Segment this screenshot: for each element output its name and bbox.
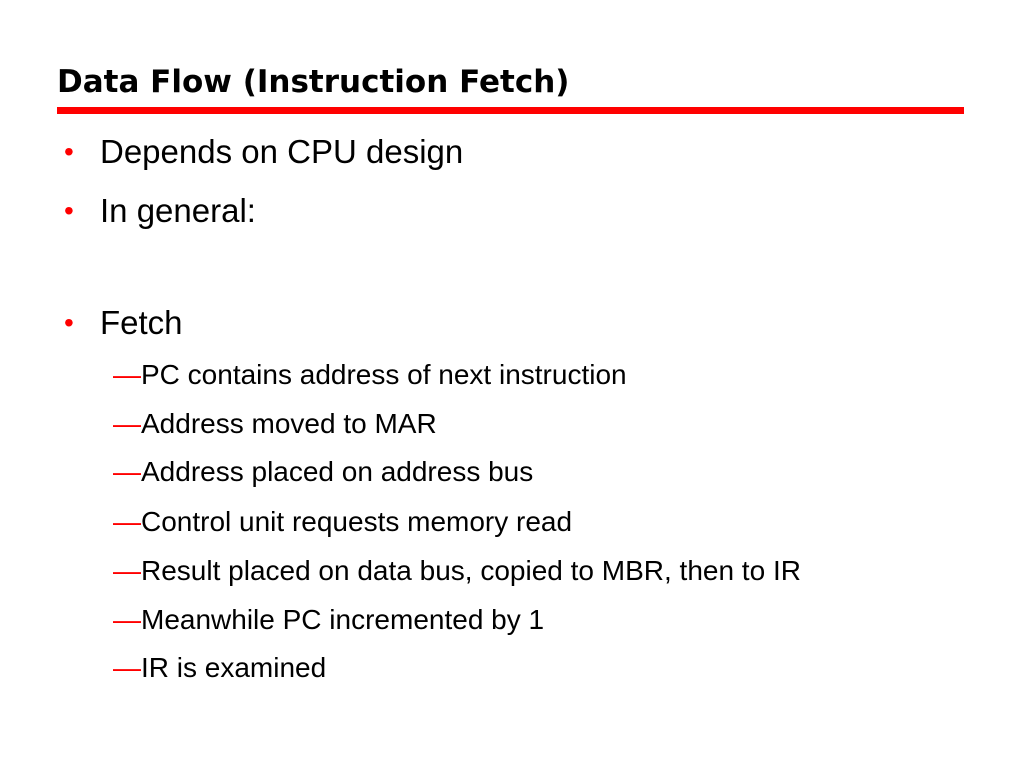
- sub-bullet-text: Control unit requests memory read: [141, 506, 573, 537]
- sub-bullet-marker: —: [113, 456, 141, 487]
- sub-bullet-item: —Meanwhile PC incremented by 1: [113, 603, 544, 637]
- bullet-text: Fetch: [100, 304, 183, 341]
- title-underline: [57, 107, 964, 114]
- sub-bullet-marker: —: [113, 604, 141, 635]
- bullet-text: Depends on CPU design: [100, 133, 464, 170]
- sub-bullet-item: —Address placed on address bus: [113, 455, 533, 489]
- bullet-marker: •: [64, 307, 74, 338]
- slide-title: Data Flow (Instruction Fetch): [57, 64, 570, 100]
- sub-bullet-text: Address moved to MAR: [141, 408, 437, 439]
- sub-bullet-text: PC contains address of next instruction: [141, 359, 627, 390]
- sub-bullet-item: —Control unit requests memory read: [113, 505, 572, 539]
- bullet-marker: •: [64, 136, 74, 167]
- sub-bullet-marker: —: [113, 408, 141, 439]
- sub-bullet-item: —IR is examined: [113, 651, 326, 685]
- sub-bullet-item: —Address moved to MAR: [113, 407, 437, 441]
- sub-bullet-text: Result placed on data bus, copied to MBR…: [141, 555, 801, 586]
- sub-bullet-marker: —: [113, 359, 141, 390]
- bullet-marker: •: [64, 195, 74, 226]
- sub-bullet-item: —PC contains address of next instruction: [113, 358, 627, 392]
- sub-bullet-marker: —: [113, 652, 141, 683]
- sub-bullet-text: Meanwhile PC incremented by 1: [141, 604, 545, 635]
- sub-bullet-marker: —: [113, 506, 141, 537]
- sub-bullet-text: IR is examined: [141, 652, 327, 683]
- sub-bullet-text: Address placed on address bus: [141, 456, 534, 487]
- sub-bullet-item: —Result placed on data bus, copied to MB…: [113, 554, 801, 588]
- bullet-text: In general:: [100, 192, 256, 229]
- sub-bullet-marker: —: [113, 555, 141, 586]
